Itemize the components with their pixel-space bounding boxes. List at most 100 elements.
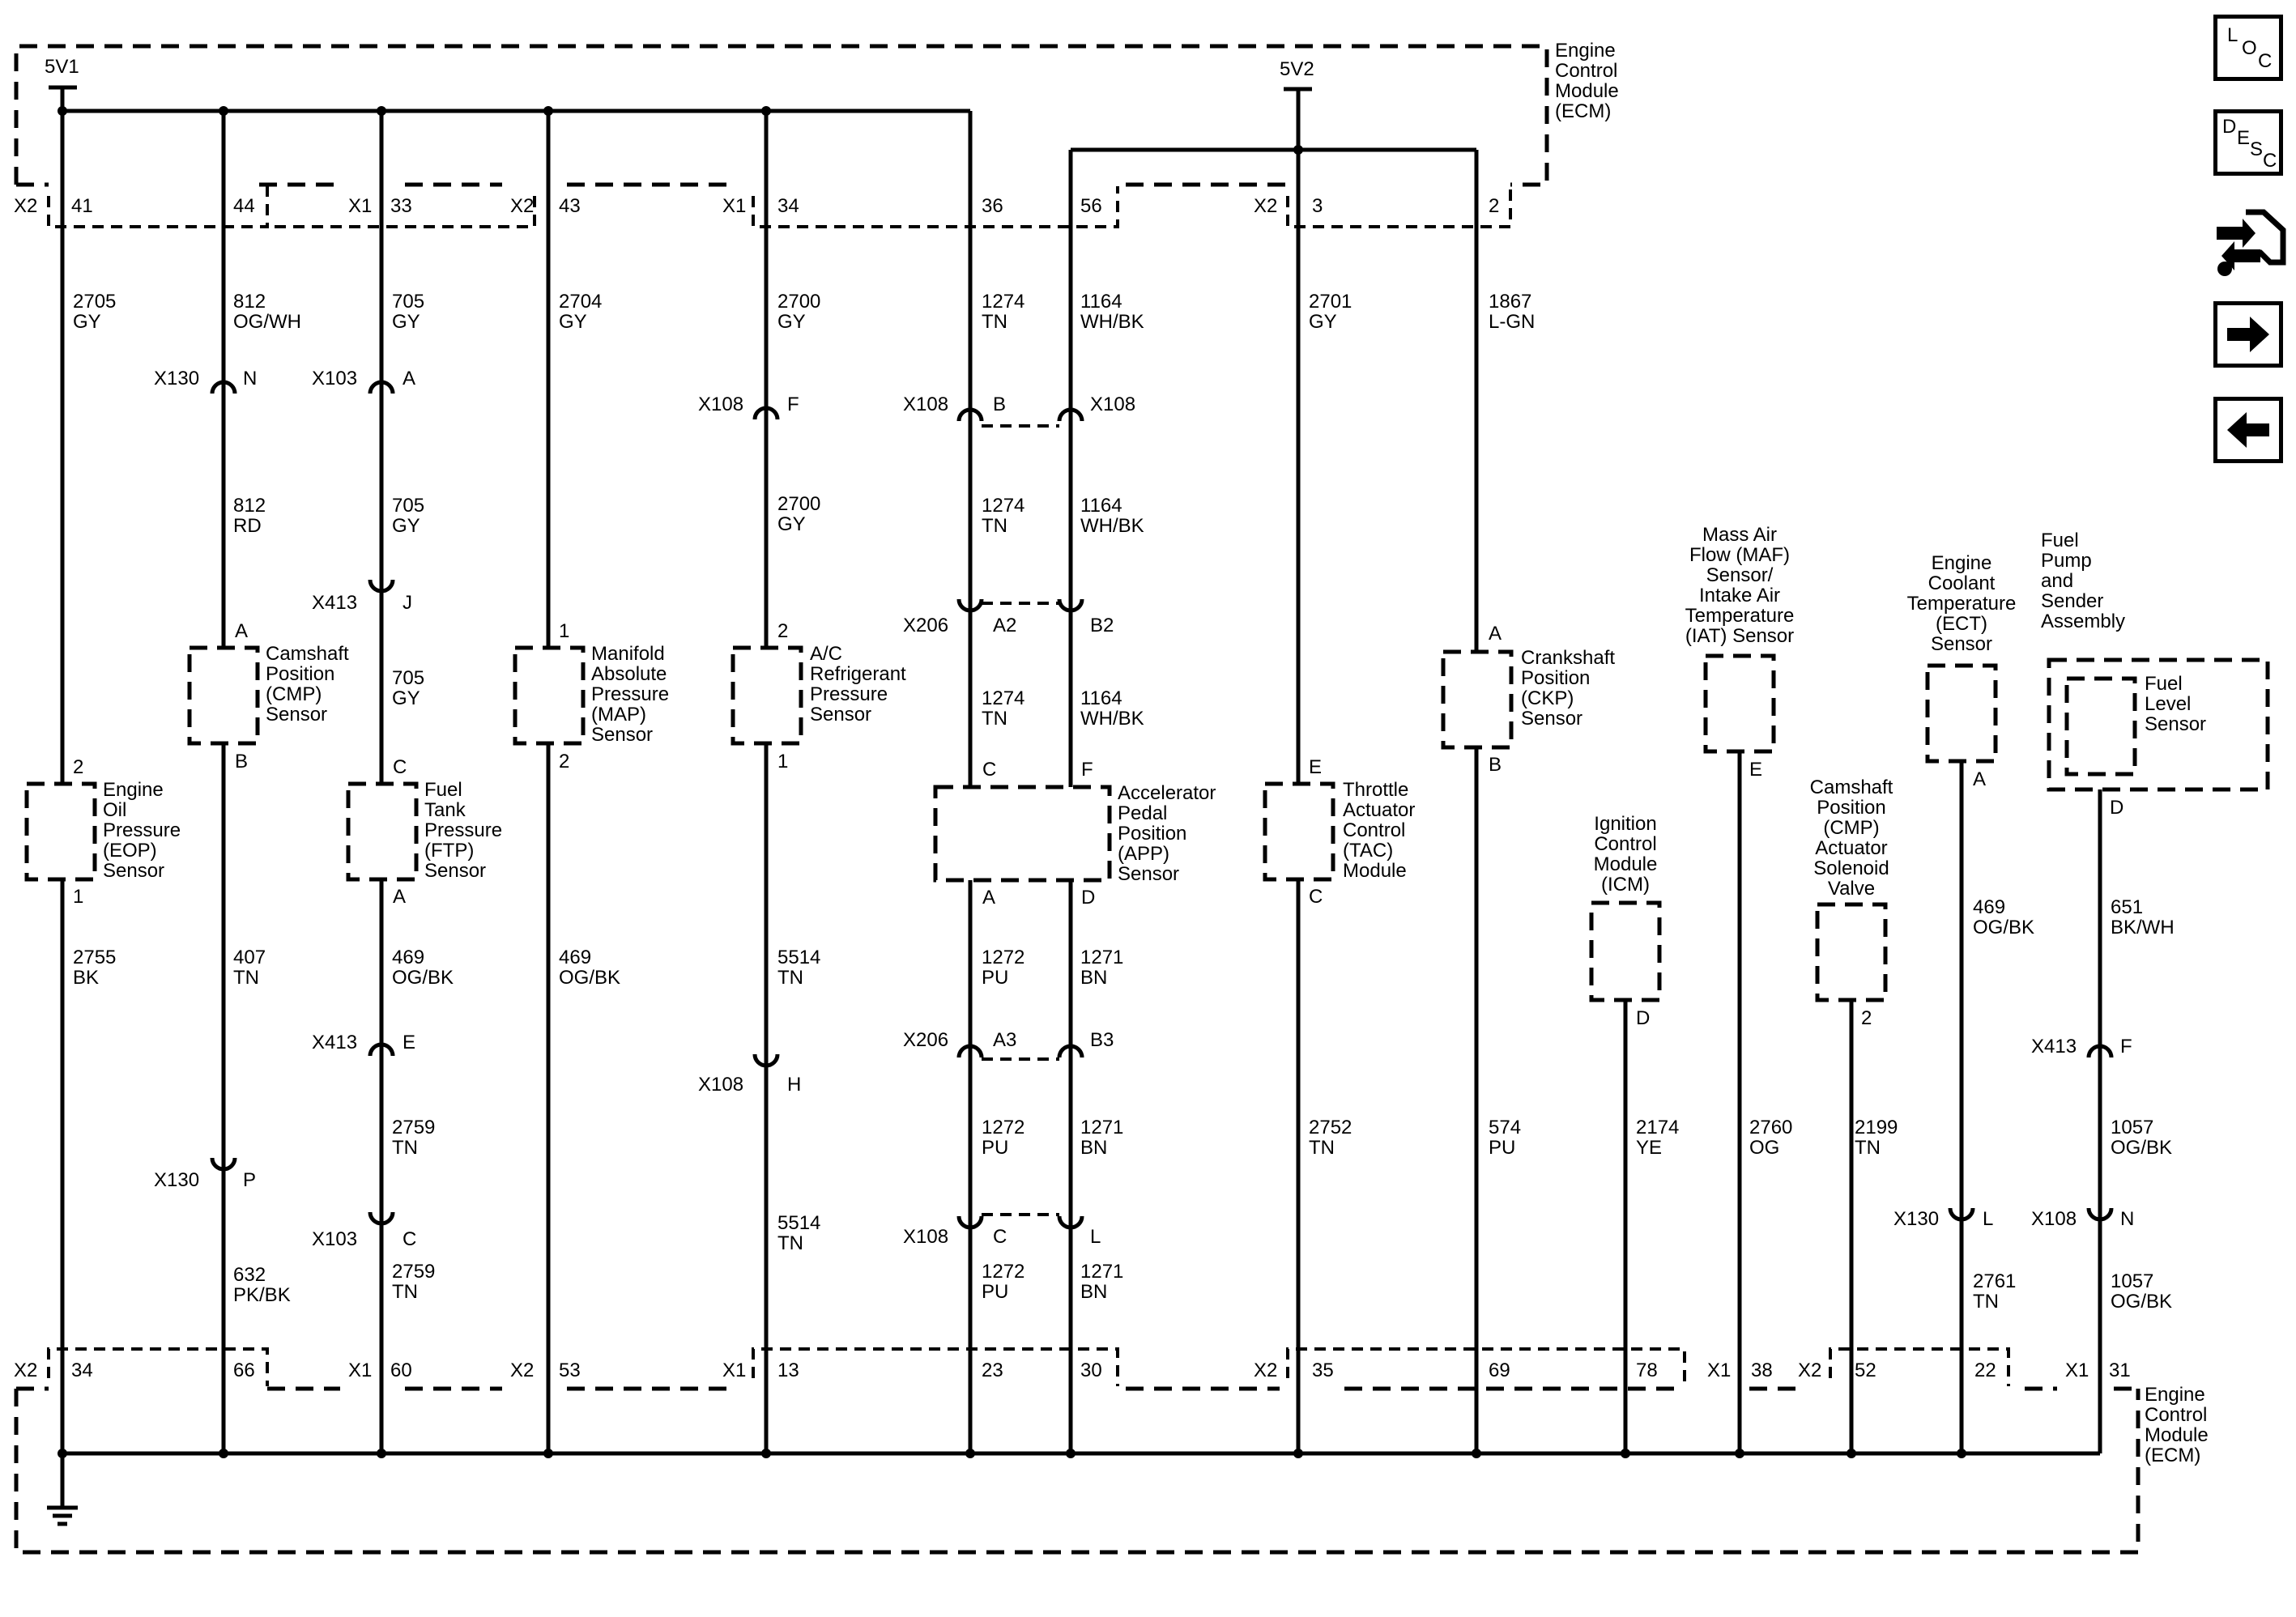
svg-text:D: D [2110, 797, 2123, 819]
maf-iat-sensor[interactable] [1703, 653, 1776, 754]
svg-text:A3: A3 [993, 1029, 1016, 1051]
ckp-sensor[interactable] [1441, 649, 1514, 750]
svg-text:22: 22 [1974, 1360, 1996, 1381]
desc-letter-d: D [2222, 116, 2236, 138]
svg-text:66: 66 [233, 1360, 255, 1381]
svg-text:C: C [393, 756, 407, 778]
svg-text:41: 41 [71, 195, 93, 217]
svg-text:56: 56 [1080, 195, 1102, 217]
svg-text:1: 1 [559, 620, 569, 642]
previous-page-button[interactable] [2213, 397, 2283, 463]
icm-module[interactable] [1589, 900, 1662, 1002]
svg-text:X130: X130 [154, 1169, 199, 1191]
svg-text:X413: X413 [2031, 1036, 2077, 1057]
ftp-sensor[interactable] [346, 781, 419, 882]
svg-text:C: C [982, 759, 996, 781]
svg-text:X1: X1 [1707, 1360, 1731, 1381]
svg-text:33: 33 [390, 195, 412, 217]
fuel-level-sensor[interactable] [2064, 676, 2137, 777]
svg-text:2: 2 [1489, 195, 1499, 217]
svg-text:X413: X413 [312, 592, 357, 614]
location-view-button[interactable]: L O C [2213, 15, 2283, 81]
svg-text:X2: X2 [1798, 1360, 1821, 1381]
svg-text:X108: X108 [903, 394, 948, 415]
svg-text:X2: X2 [14, 1360, 37, 1381]
next-page-button[interactable] [2213, 301, 2283, 368]
svg-text:38: 38 [1751, 1360, 1773, 1381]
ecm-label-bottom: Engine Control Module (ECM) [2145, 1384, 2213, 1466]
svg-text:X1: X1 [2065, 1360, 2089, 1381]
svg-text:1: 1 [777, 751, 788, 772]
cmp-sensor[interactable] [187, 645, 260, 746]
svg-text:X108: X108 [698, 394, 743, 415]
top-conn-x2-c: X2 [1254, 195, 1277, 217]
svg-text:44: 44 [233, 195, 255, 217]
ect-sensor[interactable] [1925, 663, 1998, 764]
svg-text:A: A [1489, 623, 1502, 645]
svg-text:C: C [993, 1226, 1007, 1248]
svg-text:2: 2 [777, 620, 788, 642]
svg-text:2: 2 [559, 751, 569, 772]
svg-text:2: 2 [73, 756, 83, 778]
top-connectors: X2 41 44 X1 33 X2 43 X1 34 36 56 X2 3 2 [14, 186, 1512, 228]
svg-text:X1: X1 [348, 1360, 372, 1381]
svg-text:3: 3 [1312, 195, 1323, 217]
svg-text:X103: X103 [312, 1228, 357, 1250]
svg-text:52: 52 [1855, 1360, 1876, 1381]
svg-text:N: N [2120, 1208, 2134, 1230]
svg-text:69: 69 [1489, 1360, 1510, 1381]
svg-text:B: B [1489, 754, 1502, 776]
ecm-label-top: Engine Control Module (ECM) [1555, 40, 1624, 122]
map-sensor[interactable] [513, 645, 586, 746]
svg-text:B: B [993, 394, 1006, 415]
ac-refrigerant-pressure-sensor[interactable] [731, 645, 803, 746]
svg-text:X108: X108 [698, 1074, 743, 1096]
app-sensor[interactable] [933, 785, 1112, 883]
description-view-button[interactable]: D E S C [2213, 109, 2283, 176]
svg-text:P: P [243, 1169, 256, 1191]
svg-text:X108: X108 [2031, 1208, 2077, 1230]
svg-text:34: 34 [777, 195, 799, 217]
svg-text:F: F [787, 394, 799, 415]
svg-text:N: N [243, 368, 257, 389]
eop-sensor[interactable] [24, 781, 97, 882]
svg-text:L: L [1983, 1208, 1993, 1230]
loc-letter-c: C [2258, 50, 2272, 72]
desc-letter-c: C [2263, 150, 2277, 172]
tac-module[interactable] [1263, 781, 1335, 882]
svg-text:B3: B3 [1090, 1029, 1114, 1051]
cmp-actuator-solenoid-valve[interactable] [1815, 902, 1888, 1002]
connector-end-view-button[interactable] [2213, 202, 2286, 280]
svg-text:1: 1 [73, 886, 83, 908]
svg-text:A2: A2 [993, 615, 1016, 636]
